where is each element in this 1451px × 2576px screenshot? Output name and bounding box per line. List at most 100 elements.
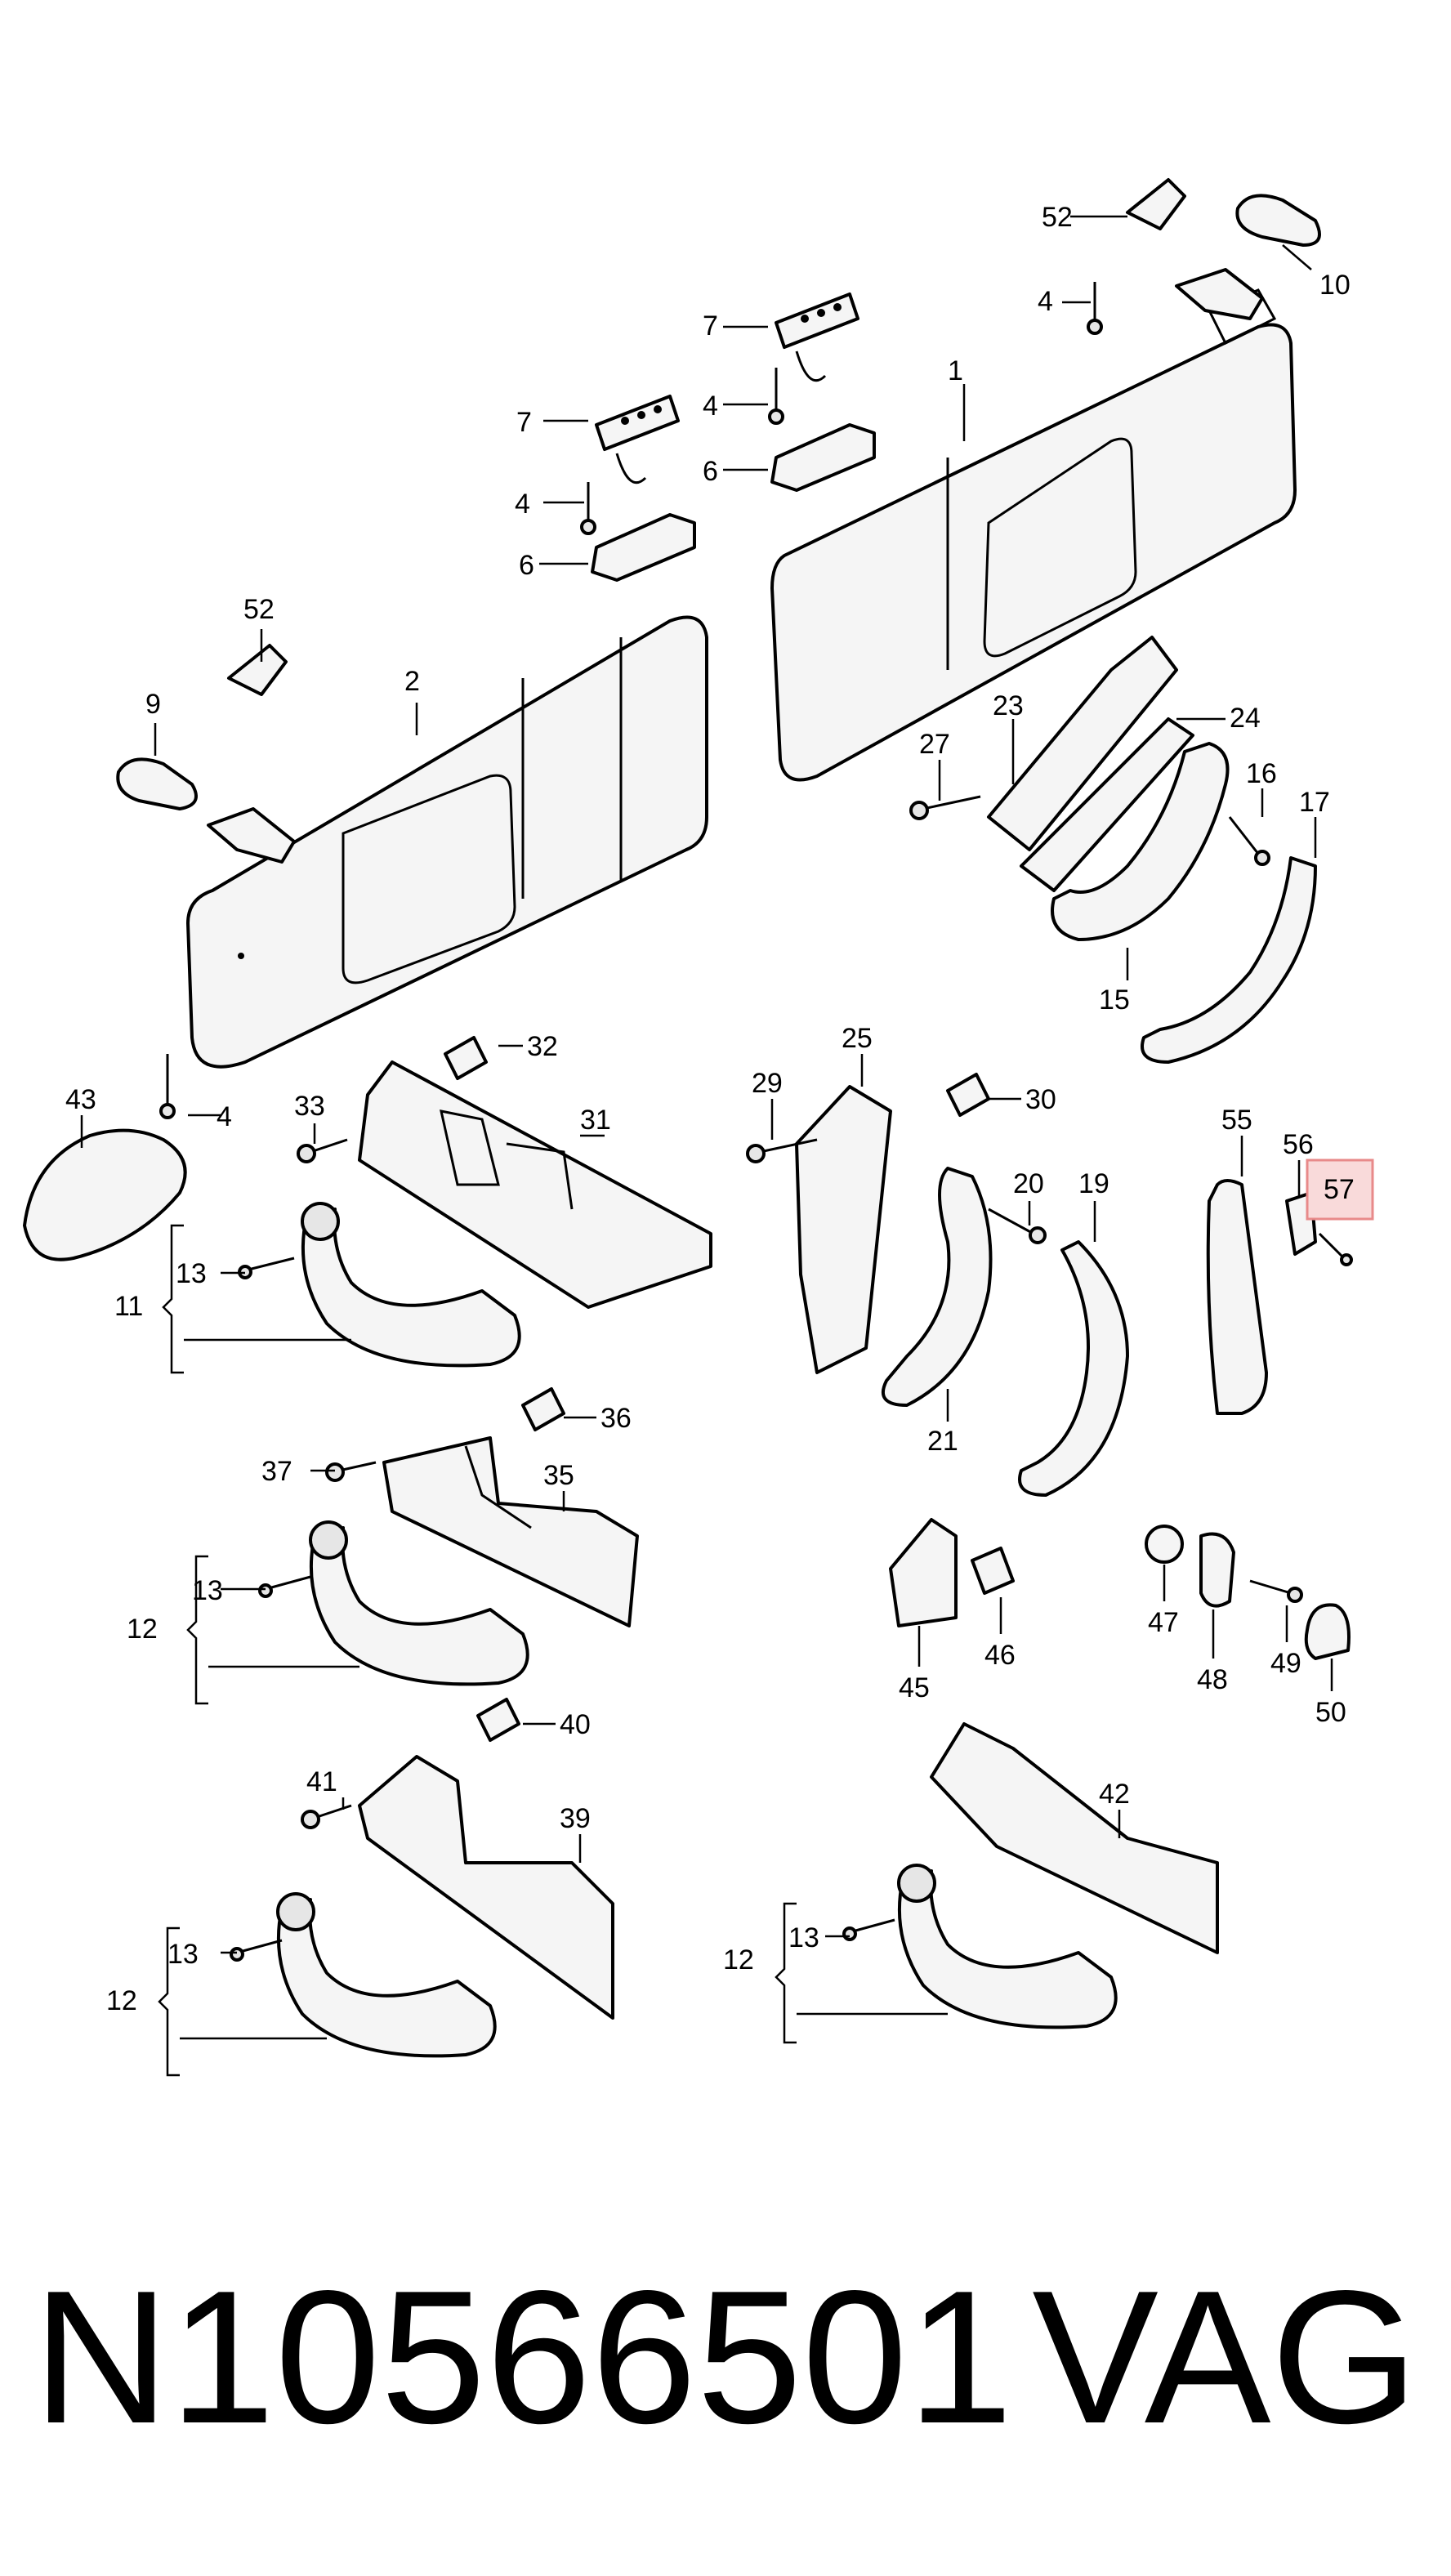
- bracket-31: [358, 1060, 712, 1309]
- leader-lines: [80, 215, 1333, 1954]
- clip-32: [444, 1036, 488, 1080]
- callout-label: 43: [65, 1084, 96, 1115]
- callout-label: 55: [1221, 1105, 1252, 1136]
- grab-handle-12-c: [897, 1864, 1118, 2029]
- callout-label: 50: [1315, 1697, 1346, 1728]
- callout-label: 30: [1025, 1084, 1056, 1115]
- callout-label: 4: [1038, 286, 1053, 317]
- cap-50: [1304, 1603, 1351, 1660]
- screw-4-a: [768, 368, 784, 425]
- callout-label: 4: [703, 391, 718, 422]
- callout-label: 10: [1319, 270, 1351, 301]
- group-brace-12-c: [775, 1902, 948, 2044]
- screw-13-a: [238, 1257, 295, 1279]
- callout-label: 2: [404, 666, 420, 697]
- mount-right: [1175, 268, 1264, 320]
- callout-label: 39: [560, 1803, 591, 1834]
- callout-label: 47: [1148, 1607, 1179, 1638]
- screw-41: [301, 1804, 352, 1829]
- screw-4-b: [580, 482, 596, 535]
- callout-labels: 1 2 4 4 4 4 6 6 7 7 9 10 11 12 12 12 13 …: [65, 202, 1355, 2016]
- callout-label: 45: [899, 1672, 930, 1703]
- grab-handle-19: [1018, 1240, 1129, 1497]
- callout-label: 1: [948, 355, 963, 386]
- callout-label: 23: [993, 690, 1024, 721]
- callout-label: 13: [167, 1939, 199, 1970]
- visor-clip-7-lower: [595, 395, 680, 484]
- callout-label: 7: [516, 407, 532, 438]
- parts-diagram: 1 2 4 4 4 4 6 6 7 7 9 10 11 12 12 12 13 …: [23, 178, 1374, 2077]
- callout-label: 41: [306, 1766, 337, 1797]
- screw-4-c: [1087, 282, 1103, 335]
- screw-20: [988, 1208, 1047, 1244]
- screw-57: [1318, 1232, 1353, 1266]
- screw-49: [1249, 1579, 1303, 1603]
- callout-label: 11: [114, 1291, 143, 1322]
- callout-label: 4: [217, 1101, 232, 1132]
- callout-label: 15: [1099, 984, 1130, 1016]
- bracket-35: [382, 1436, 639, 1627]
- callout-label-highlighted: 57: [1324, 1174, 1355, 1205]
- callout-label: 49: [1270, 1648, 1301, 1679]
- screw-16: [1228, 816, 1270, 866]
- screw-27: [909, 795, 981, 820]
- callout-label: 56: [1283, 1129, 1314, 1160]
- callout-label: 32: [527, 1031, 558, 1062]
- clip-40: [476, 1698, 520, 1742]
- brand-name: VAG: [1032, 2252, 1418, 2463]
- callout-label: 13: [176, 1258, 207, 1289]
- clip-46: [971, 1547, 1015, 1595]
- grab-handle-17: [1141, 856, 1317, 1064]
- callout-label: 24: [1230, 703, 1261, 734]
- group-brace-12-b: [158, 1926, 327, 2077]
- bracket-42: [930, 1722, 1219, 1954]
- callout-label: 37: [261, 1456, 292, 1487]
- callout-label: 6: [703, 456, 718, 487]
- callout-label: 19: [1078, 1168, 1109, 1199]
- callout-label: 12: [127, 1614, 158, 1645]
- sun-visor-right: [770, 288, 1297, 782]
- grab-handle-15: [1051, 742, 1230, 941]
- bracket-45: [889, 1518, 958, 1627]
- grab-handle-12-a: [309, 1520, 529, 1686]
- bracket-23: [987, 636, 1178, 851]
- callout-label: 35: [543, 1460, 574, 1491]
- callout-label: 6: [519, 550, 534, 581]
- callout-label: 48: [1197, 1664, 1228, 1695]
- clip-36: [521, 1387, 565, 1431]
- callout-label: 12: [106, 1985, 137, 2016]
- callout-label: 21: [927, 1426, 958, 1457]
- ring-47: [1145, 1525, 1184, 1564]
- highlight-box: [1306, 1159, 1374, 1221]
- cover-10: [1235, 194, 1321, 247]
- callout-label: 27: [919, 729, 950, 760]
- callout-label: 25: [842, 1023, 873, 1054]
- grab-handle-21: [881, 1167, 993, 1407]
- cover-9: [116, 757, 198, 810]
- callout-label: 4: [515, 489, 530, 520]
- screw-29: [746, 1138, 818, 1163]
- screw-37: [325, 1461, 377, 1482]
- mirror-cover-43: [23, 1128, 187, 1261]
- visor-holder-6-upper: [770, 423, 876, 492]
- callout-label: 13: [192, 1575, 223, 1606]
- callout-label: 16: [1246, 758, 1277, 789]
- screw-33: [297, 1138, 348, 1163]
- callout-label: 33: [294, 1091, 325, 1122]
- hook-52-upper: [1126, 178, 1186, 230]
- callout-label: 13: [788, 1922, 819, 1953]
- visor-clip-7-upper: [775, 292, 859, 382]
- bracket-39: [358, 1755, 614, 2020]
- callout-label: 42: [1099, 1779, 1130, 1810]
- bracket-24: [1020, 717, 1194, 892]
- callout-label: 20: [1013, 1168, 1044, 1199]
- grab-handle-12-b: [276, 1892, 497, 2058]
- visor-holder-6-lower: [591, 513, 696, 582]
- group-brace-11: [162, 1224, 351, 1374]
- screw-13-c: [230, 1939, 283, 1962]
- callout-label: 46: [984, 1640, 1016, 1671]
- grab-handle-11: [301, 1202, 521, 1368]
- bracket-25: [795, 1085, 892, 1374]
- callout-label: 31: [580, 1105, 611, 1136]
- callout-label: 12: [723, 1944, 754, 1976]
